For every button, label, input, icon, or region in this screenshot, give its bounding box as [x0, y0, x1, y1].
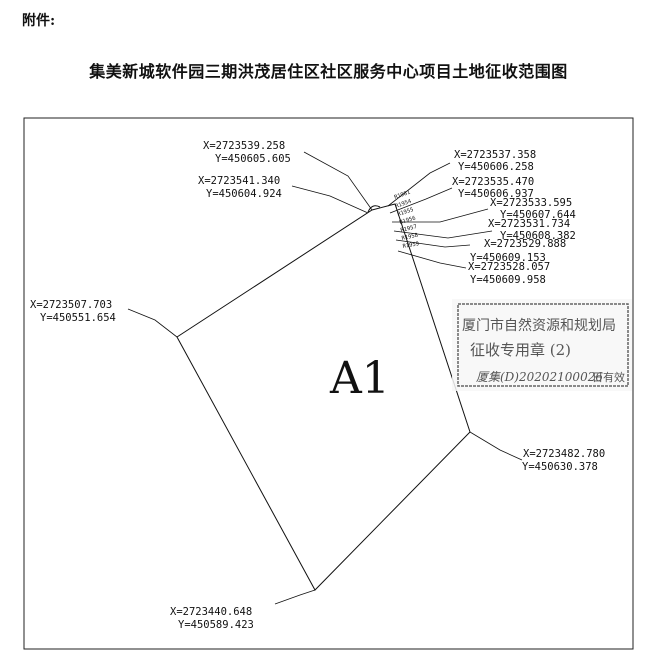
- coord-y: Y=450630.378: [522, 461, 598, 473]
- coord-x: X=2723537.358: [454, 149, 536, 161]
- coordinate-labels: X=2723539.258 Y=450605.605 X=2723541.340…: [30, 140, 605, 631]
- arc-label: R1958: [401, 233, 418, 242]
- coord-y: Y=450551.654: [40, 312, 116, 324]
- stamp-suffix: 日有效: [592, 370, 625, 384]
- leader-lines: [127, 151, 523, 605]
- document-title: 集美新城软件园三期洪茂居住区社区服务中心项目土地征收范围图: [89, 62, 568, 81]
- map-frame: [23, 117, 634, 650]
- coord-y: Y=450606.937: [458, 188, 534, 200]
- stamp-handwriting: 厦集(D)20202100026: [476, 370, 603, 384]
- official-stamp: 厦门市自然资源和规划局 征收专用章 (2) 厦集(D)20202100026 日…: [452, 299, 632, 391]
- arc-label: R1981: [394, 190, 412, 201]
- parcel-label: A1: [329, 353, 390, 404]
- arc-label: R1955: [397, 207, 415, 218]
- coord-y: Y=450607.644: [500, 209, 576, 221]
- stamp-line1: 厦门市自然资源和规划局: [462, 317, 616, 334]
- arc-label: R1959: [402, 241, 419, 250]
- parcel-boundary: [176, 203, 471, 591]
- coord-x: X=2723541.340: [198, 175, 280, 187]
- coord-x: X=2723528.057: [468, 261, 550, 273]
- coord-x: X=2723529.888: [484, 238, 566, 250]
- coord-y: Y=450589.423: [178, 619, 254, 631]
- arc-labels: R1981 R1954 R1955 R1956 R1957 R1958 R195…: [394, 190, 420, 250]
- arc-label: R1956: [399, 216, 417, 226]
- coord-x: X=2723535.470: [452, 176, 534, 188]
- coord-y: Y=450606.258: [458, 161, 534, 173]
- attachment-label: 附件:: [22, 13, 56, 29]
- coord-x: X=2723533.595: [490, 197, 572, 209]
- coord-x: X=2723531.734: [488, 218, 570, 230]
- stamp-line2: 征收专用章 (2): [470, 341, 571, 359]
- coord-x: X=2723440.648: [170, 606, 252, 618]
- coord-y: Y=450609.958: [470, 274, 546, 286]
- coord-x: X=2723507.703: [30, 299, 112, 311]
- coord-x: X=2723482.780: [523, 448, 605, 460]
- coord-x: X=2723539.258: [203, 140, 285, 152]
- coord-y: Y=450608.382: [500, 230, 576, 242]
- arc-label: R1954: [395, 198, 413, 210]
- coord-y: Y=450609.153: [470, 252, 546, 264]
- coord-y: Y=450604.924: [206, 188, 282, 200]
- arc-label: R1957: [400, 224, 418, 234]
- coord-y: Y=450605.605: [215, 153, 291, 165]
